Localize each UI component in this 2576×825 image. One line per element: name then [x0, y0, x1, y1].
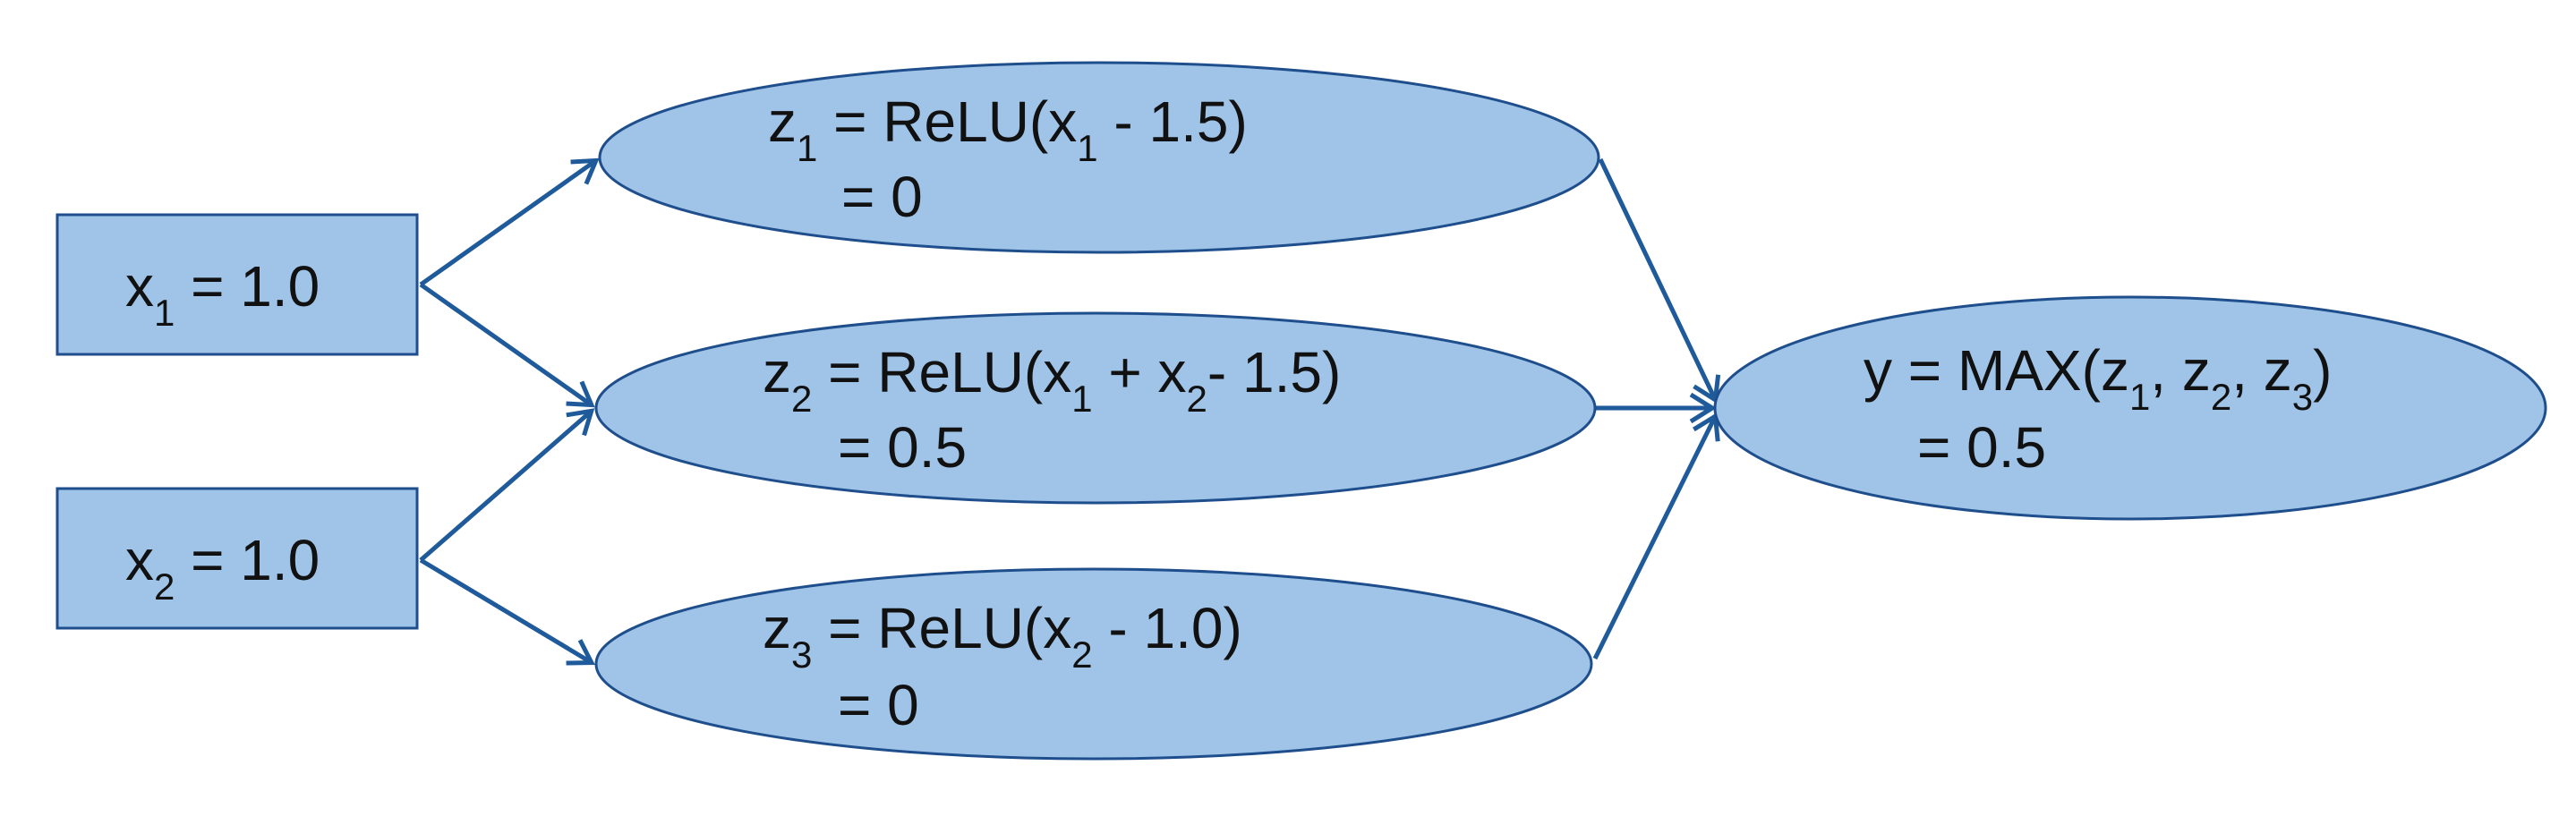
hidden-node-z2: z2 = ReLU(x1 + x2- 1.5) = 0.5	[594, 311, 1597, 505]
edge-x1-z2	[419, 282, 595, 408]
z1-formula: z1 = ReLU(x1 - 1.5)	[768, 89, 1248, 169]
edge-z3-y	[1592, 412, 1720, 660]
hidden-node-z3: z3 = ReLU(x2 - 1.0) = 0	[594, 567, 1593, 761]
output-node-y: y = MAX(z1, z2, z3) = 0.5	[1713, 295, 2547, 521]
z3-value: = 0	[838, 673, 919, 737]
input-label-x1: x1 = 1.0	[125, 254, 320, 334]
edge-x1-z1	[419, 157, 600, 287]
z2-value: = 0.5	[838, 415, 967, 480]
input-node-x2: x2 = 1.0	[55, 487, 419, 630]
edge-z1-y	[1598, 157, 1721, 404]
z1-value: = 0	[841, 165, 923, 229]
ellipse-z3	[594, 567, 1593, 761]
hidden-node-z1: z1 = ReLU(x1 - 1.5) = 0	[598, 61, 1600, 254]
edge-x2-z3	[419, 557, 595, 666]
input-box-x1	[55, 213, 419, 356]
input-label-x2: x2 = 1.0	[125, 528, 320, 608]
input-box-x2	[55, 487, 419, 630]
ellipse-z1	[598, 61, 1600, 254]
ellipse-z2	[594, 311, 1597, 505]
z3-formula: z3 = ReLU(x2 - 1.0)	[763, 596, 1242, 676]
y-formula: y = MAX(z1, z2, z3)	[1864, 338, 2332, 418]
edges	[419, 157, 1721, 666]
z2-formula: z2 = ReLU(x1 + x2- 1.5)	[763, 340, 1341, 420]
y-value: = 0.5	[1917, 415, 2046, 480]
edge-x2-z2	[419, 408, 595, 562]
input-node-x1: x1 = 1.0	[55, 213, 419, 356]
ellipse-y	[1713, 295, 2547, 521]
